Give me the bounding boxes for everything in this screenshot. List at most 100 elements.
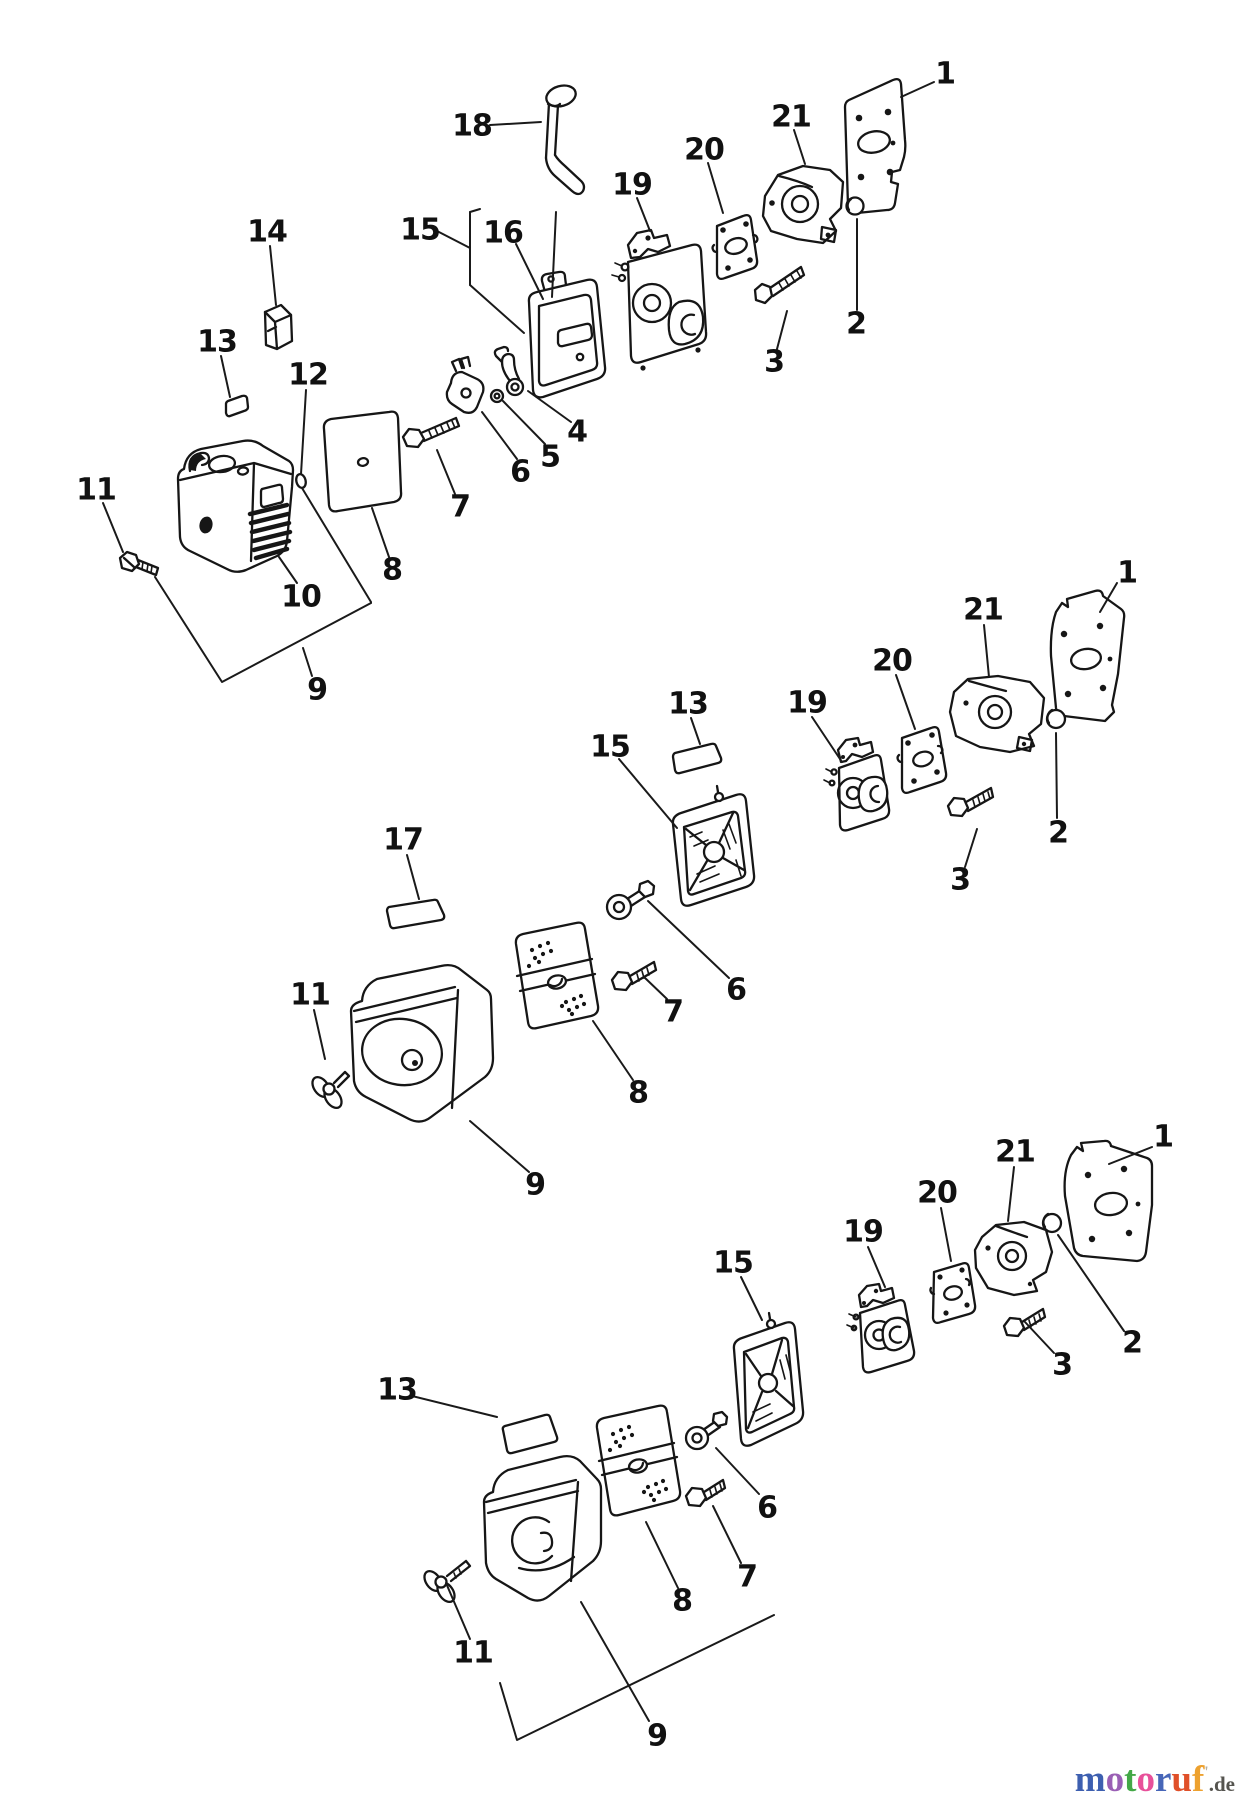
callout-label-top-14: 14 [247,215,287,250]
callout-label-mid-21: 21 [963,593,1003,628]
callout-label-top-18: 18 [452,109,492,144]
callout-leader-mid-9 [469,1120,530,1173]
part-screw-3 [946,786,995,818]
callout-leader-mid-21 [983,624,990,678]
watermark-letter: u [1171,1759,1192,1800]
callout-leader-top-12 [300,389,307,475]
callout-leader-top-19 [636,197,651,232]
callout-label-top-4: 4 [567,415,587,450]
callout-label-top-6: 6 [510,455,530,490]
callout-leader-bot-9 [580,1601,650,1722]
callout-label-bot-20: 20 [917,1176,957,1211]
callout-leader-top-1 [900,81,935,98]
part-air-filter-8 [595,1404,682,1517]
part-carburetor-19 [823,736,891,832]
part-bolt-7 [684,1478,727,1508]
callout-leader-bot-3 [1024,1321,1055,1354]
callout-leader-top-20 [707,162,724,214]
part-manifold-21 [973,1220,1054,1297]
callout-leader-mid-2 [1055,732,1058,819]
part-bolt-7 [401,416,461,449]
callout-label-mid-8: 8 [628,1076,648,1111]
part-gasket-20 [896,725,948,795]
callout-leader-mid-11 [313,1009,326,1060]
callout-leader-bot-13 [411,1395,498,1418]
callout-leader-top-9 [302,647,313,677]
part-wing-bolt-11 [311,1070,351,1110]
callout-label-bot-8: 8 [672,1584,692,1619]
part-screw-11 [118,550,160,577]
watermark-letter: o [1105,1759,1125,1800]
callout-leader-bot-1 [1108,1146,1153,1165]
part-air-cleaner-cover-9 [482,1454,603,1602]
part-choke-rod-18 [544,84,586,196]
part-mount-block-14 [263,303,294,351]
part-air-cleaner-case-15 [732,1311,805,1447]
callout-label-top-1: 1 [935,57,955,92]
callout-leader-mid-19 [811,716,843,763]
callout-label-bot-7: 7 [737,1560,757,1595]
callout-label-top-21: 21 [771,100,811,135]
callout-leader-top-14 [269,245,277,306]
callout-label-bot-21: 21 [995,1135,1035,1170]
part-label-13 [224,394,250,418]
part-air-cleaner-case-15 [527,270,607,399]
callout-leader-bot-7 [712,1505,742,1564]
callout-leader-bot-8 [645,1521,679,1589]
assembly-bottom [423,1139,1154,1604]
callout-label-top-15: 15 [400,213,440,248]
part-nut-2 [845,196,865,216]
filter-stipple [526,940,587,1017]
assembly-top [118,77,907,577]
callout-label-top-12: 12 [288,358,328,393]
part-washer-5 [489,388,505,404]
callout-leader-top-16 [515,243,544,300]
watermark-suffix: .de [1208,1772,1235,1796]
callout-label-top-13: 13 [197,325,237,360]
filter-stipple [607,1424,669,1503]
part-air-filter-8 [514,921,600,1030]
callout-label-bot-2: 2 [1122,1326,1142,1361]
callout-label-mid-6: 6 [726,973,746,1008]
callout-label-bot-1: 1 [1153,1120,1173,1155]
part-gasket-20 [929,1261,977,1325]
part-carburetor-19 [611,228,708,371]
callout-label-top-10: 10 [281,580,321,615]
callout-label-mid-9: 9 [525,1168,545,1203]
part-nut-2 [1041,1212,1063,1234]
part-washer-bolt-6 [684,1410,729,1451]
part-choke-lever-4 [493,345,525,397]
assembly-middle [311,589,1126,1123]
callout-leader-top-3 [776,310,788,350]
part-gasket-1 [1063,1139,1154,1263]
callout-leader-mid-6 [647,900,730,979]
top-18-align-line [551,211,557,298]
watermark-letter: r [1154,1759,1172,1800]
part-nut-2 [1045,708,1067,730]
callout-leader-top-4 [527,390,572,423]
callout-leader-top-7 [436,449,456,495]
part-screw-3 [1002,1307,1047,1338]
callout-label-top-16: 16 [483,216,523,251]
watermark-letter: f [1191,1759,1205,1800]
watermark-letter: m [1074,1759,1106,1800]
top-12-extension [301,487,372,603]
top-15-bracket-tick [469,208,481,213]
callout-leader-top-6 [481,411,518,460]
callout-label-mid-3: 3 [950,863,970,898]
callout-label-mid-11: 11 [290,978,330,1013]
callout-label-top-19: 19 [612,168,652,203]
callout-label-bot-9: 9 [647,1719,667,1754]
callout-leader-mid-1 [1099,582,1118,613]
part-screw-3 [753,265,806,305]
callout-label-top-8: 8 [382,553,402,588]
part-engine-cover-9-10 [176,439,295,573]
part-manifold-21 [948,674,1046,754]
callout-leader-mid-7 [643,976,668,1000]
callout-label-bot-15: 15 [713,1246,753,1281]
callout-leader-mid-15 [618,758,678,829]
part-bolt-7 [610,960,658,992]
callout-leader-mid-13 [690,717,701,745]
